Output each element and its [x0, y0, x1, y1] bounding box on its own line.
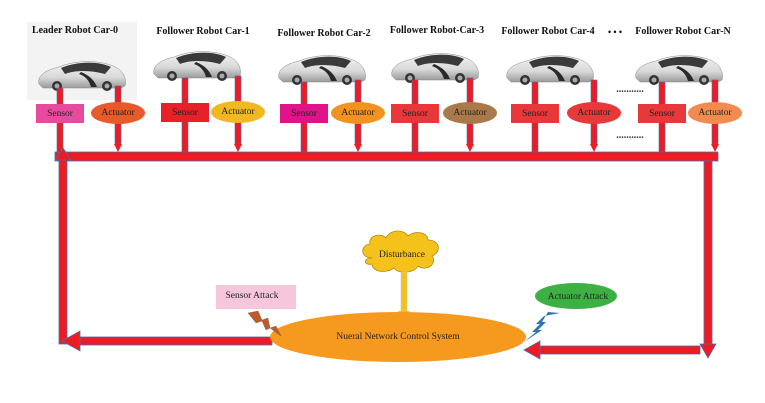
sensor-label: Sensor: [402, 109, 429, 119]
actuator-input-line: [537, 345, 701, 355]
communication-bus: [54, 151, 719, 162]
sensor-box[interactable]: [36, 104, 84, 123]
sensor-box[interactable]: [391, 104, 439, 123]
car-icon: [153, 51, 241, 81]
sensor-output-line: [75, 336, 273, 346]
car-unit-5: Follower Robot Car-N Sensor Actuator: [635, 26, 742, 153]
sensor-label: Sensor: [522, 109, 549, 119]
sensor-box[interactable]: [280, 104, 328, 123]
car-title: Follower Robot Car-1: [156, 26, 249, 37]
sensor-box[interactable]: [638, 104, 686, 123]
sensor-label: Sensor: [649, 109, 676, 119]
actuator-label: Actuator: [221, 107, 255, 117]
right-feedback-line: [703, 160, 713, 350]
actuator-arrowhead: [466, 144, 474, 152]
actuator-attack-label: Actuator Attack: [548, 292, 609, 302]
car-title: Follower Robot Car-N: [635, 26, 731, 37]
actuator-label: Actuator: [341, 108, 375, 118]
left-up-arrowhead: [54, 147, 72, 161]
car-title: Follower Robot-Car-3: [390, 25, 484, 36]
actuator-label: Actuator: [577, 108, 611, 118]
disturbance-cloud-shape: [362, 230, 439, 273]
actuator-node[interactable]: [91, 102, 145, 124]
actuator-attack-node: [535, 283, 617, 309]
sensor-label: Sensor: [172, 108, 199, 118]
sensor-box[interactable]: [511, 104, 559, 123]
sensor-box[interactable]: [161, 103, 209, 122]
actuator-node[interactable]: [443, 102, 497, 124]
car-icon: [278, 55, 366, 85]
car-title: Follower Robot Car-4: [501, 26, 594, 37]
sensor-label: Sensor: [291, 109, 318, 119]
sensor-attack-bolt-icon: [247, 310, 282, 337]
car-title: Leader Robot Car-0: [32, 25, 118, 36]
left-feedback-line: [58, 151, 68, 345]
car-icon: [635, 55, 723, 85]
actuator-node[interactable]: [331, 102, 385, 124]
sensor-attack-box: [216, 285, 296, 309]
actuator-label: Actuator: [101, 108, 135, 118]
right-down-arrowhead: [699, 343, 717, 359]
disturbance-node: Disturbance: [362, 230, 439, 273]
actuator-arrowhead: [234, 144, 242, 152]
car-title: Follower Robot Car-2: [277, 28, 370, 39]
ellipsis-title: • • •: [608, 27, 622, 37]
actuator-arrowhead: [711, 144, 719, 152]
neural-network-controller[interactable]: [270, 312, 526, 362]
ellipsis-dots-top: ...........: [616, 84, 644, 95]
disturbance-arrow-shaft: [400, 271, 408, 313]
sensor-output-arrowhead: [61, 330, 81, 352]
car-icon: [506, 55, 594, 85]
actuator-node[interactable]: [567, 102, 621, 124]
actuator-node[interactable]: [211, 101, 265, 123]
actuator-node[interactable]: [688, 102, 742, 124]
sensor-label: Sensor: [47, 109, 74, 119]
sensor-attack-label: Sensor Attack: [225, 291, 278, 301]
car-icon: [38, 61, 126, 91]
actuator-label: Actuator: [698, 108, 732, 118]
disturbance-label: Disturbance: [379, 250, 425, 260]
actuator-arrowhead: [590, 144, 598, 152]
actuator-label: Actuator: [453, 108, 487, 118]
actuator-attack-bolt-icon: [524, 312, 560, 342]
actuator-input-arrowhead: [523, 340, 541, 360]
car-icon: [391, 53, 479, 83]
actuator-arrowhead: [354, 144, 362, 152]
ellipsis-dots-bottom: ...........: [616, 130, 644, 141]
controller-label: Nueral Network Control System: [336, 332, 460, 342]
actuator-arrowhead: [114, 144, 122, 152]
